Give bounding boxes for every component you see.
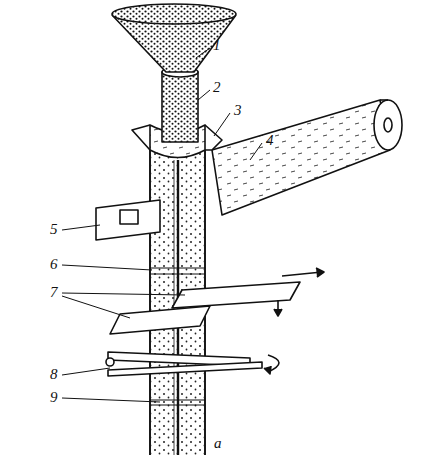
callout-number: 6 — [48, 257, 60, 272]
callout-number: 8 — [48, 367, 60, 382]
callout-number: 1 — [211, 38, 223, 53]
callout-number: 4 — [264, 133, 276, 148]
callout-number: 5 — [48, 222, 60, 237]
callout-number: 7 — [48, 285, 60, 300]
callout-number: 2 — [211, 80, 223, 95]
callout-number: а — [212, 436, 224, 451]
callout-number: 9 — [48, 390, 60, 405]
callout-number: 3 — [232, 103, 244, 118]
